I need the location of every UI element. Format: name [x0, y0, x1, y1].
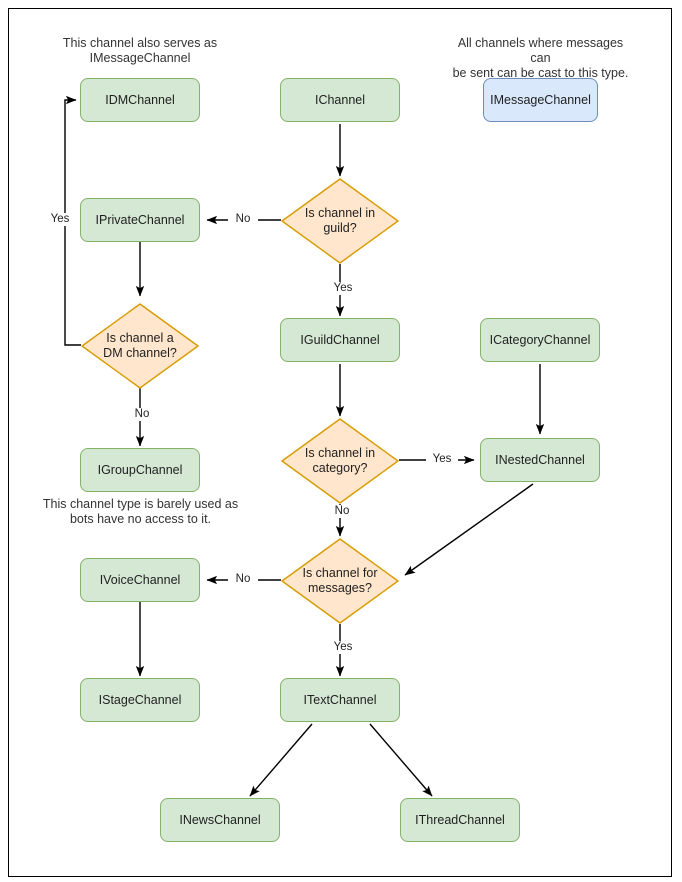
diamond-shape [281, 418, 399, 504]
caption-group-channel: This channel type is barely used as bots… [42, 497, 239, 526]
edge-label-category-no: No [327, 505, 357, 518]
node-is-channel-a-dm-channel[interactable]: Is channel a DM channel? [81, 303, 199, 389]
node-idmchannel[interactable]: IDMChannel [80, 78, 200, 122]
node-is-channel-for-messages[interactable]: Is channel for messages? [281, 538, 399, 624]
node-inewschannel-label: INewsChannel [179, 812, 261, 827]
edge-label-dm-no: No [127, 408, 157, 421]
edge-label-messages-yes: Yes [327, 641, 359, 654]
edge-itextchannel-to-inewschannel [249, 723, 313, 797]
edge-label-category-yes: Yes [426, 453, 458, 466]
edge-label-dm-yes: Yes [44, 213, 76, 226]
node-iguildchannel[interactable]: IGuildChannel [280, 318, 400, 362]
node-inestedchannel-label: INestedChannel [495, 452, 585, 467]
edge-label-guild-no: No [228, 213, 258, 226]
node-itextchannel[interactable]: ITextChannel [280, 678, 400, 722]
node-igroupchannel-label: IGroupChannel [97, 462, 183, 477]
node-inewschannel[interactable]: INewsChannel [160, 798, 280, 842]
edge-inestedchannel-to-messages [404, 483, 534, 576]
node-ivoicechannel[interactable]: IVoiceChannel [80, 558, 200, 602]
edge-itextchannel-to-ithreadchannel [369, 723, 433, 797]
node-ithreadchannel-label: IThreadChannel [415, 812, 505, 827]
diamond-shape [281, 178, 399, 264]
node-inestedchannel[interactable]: INestedChannel [480, 438, 600, 482]
node-ichannel[interactable]: IChannel [280, 78, 400, 122]
node-is-channel-for-messages-label: Is channel for messages? [302, 566, 378, 595]
node-igroupchannel[interactable]: IGroupChannel [80, 448, 200, 492]
node-iprivatechannel-label: IPrivateChannel [95, 212, 185, 227]
node-is-channel-in-category[interactable]: Is channel in category? [281, 418, 399, 504]
node-imessagechannel[interactable]: IMessageChannel [483, 78, 598, 122]
node-icategorychannel[interactable]: ICategoryChannel [480, 318, 600, 362]
node-ivoicechannel-label: IVoiceChannel [99, 572, 181, 587]
node-istagechannel-label: IStageChannel [98, 692, 182, 707]
node-ithreadchannel[interactable]: IThreadChannel [400, 798, 520, 842]
edge-label-guild-yes: Yes [327, 282, 359, 295]
node-ichannel-label: IChannel [314, 92, 366, 107]
node-imessagechannel-label: IMessageChannel [490, 92, 591, 107]
diamond-shape [81, 303, 199, 389]
node-idmchannel-label: IDMChannel [105, 92, 175, 107]
node-is-channel-in-guild[interactable]: Is channel in guild? [281, 178, 399, 264]
node-istagechannel[interactable]: IStageChannel [80, 678, 200, 722]
node-is-channel-a-dm-channel-label: Is channel a DM channel? [103, 331, 177, 360]
caption-message-channel: All channels where messages can be sent … [452, 36, 629, 80]
caption-dm-channel: This channel also serves as IMessageChan… [62, 36, 218, 65]
node-icategorychannel-label: ICategoryChannel [489, 332, 591, 347]
node-iprivatechannel[interactable]: IPrivateChannel [80, 198, 200, 242]
node-itextchannel-label: ITextChannel [303, 692, 377, 707]
node-is-channel-in-category-label: Is channel in category? [304, 446, 376, 475]
node-is-channel-in-guild-label: Is channel in guild? [304, 206, 376, 235]
node-iguildchannel-label: IGuildChannel [300, 332, 380, 347]
diamond-shape [281, 538, 399, 624]
edge-label-messages-no: No [228, 573, 258, 586]
